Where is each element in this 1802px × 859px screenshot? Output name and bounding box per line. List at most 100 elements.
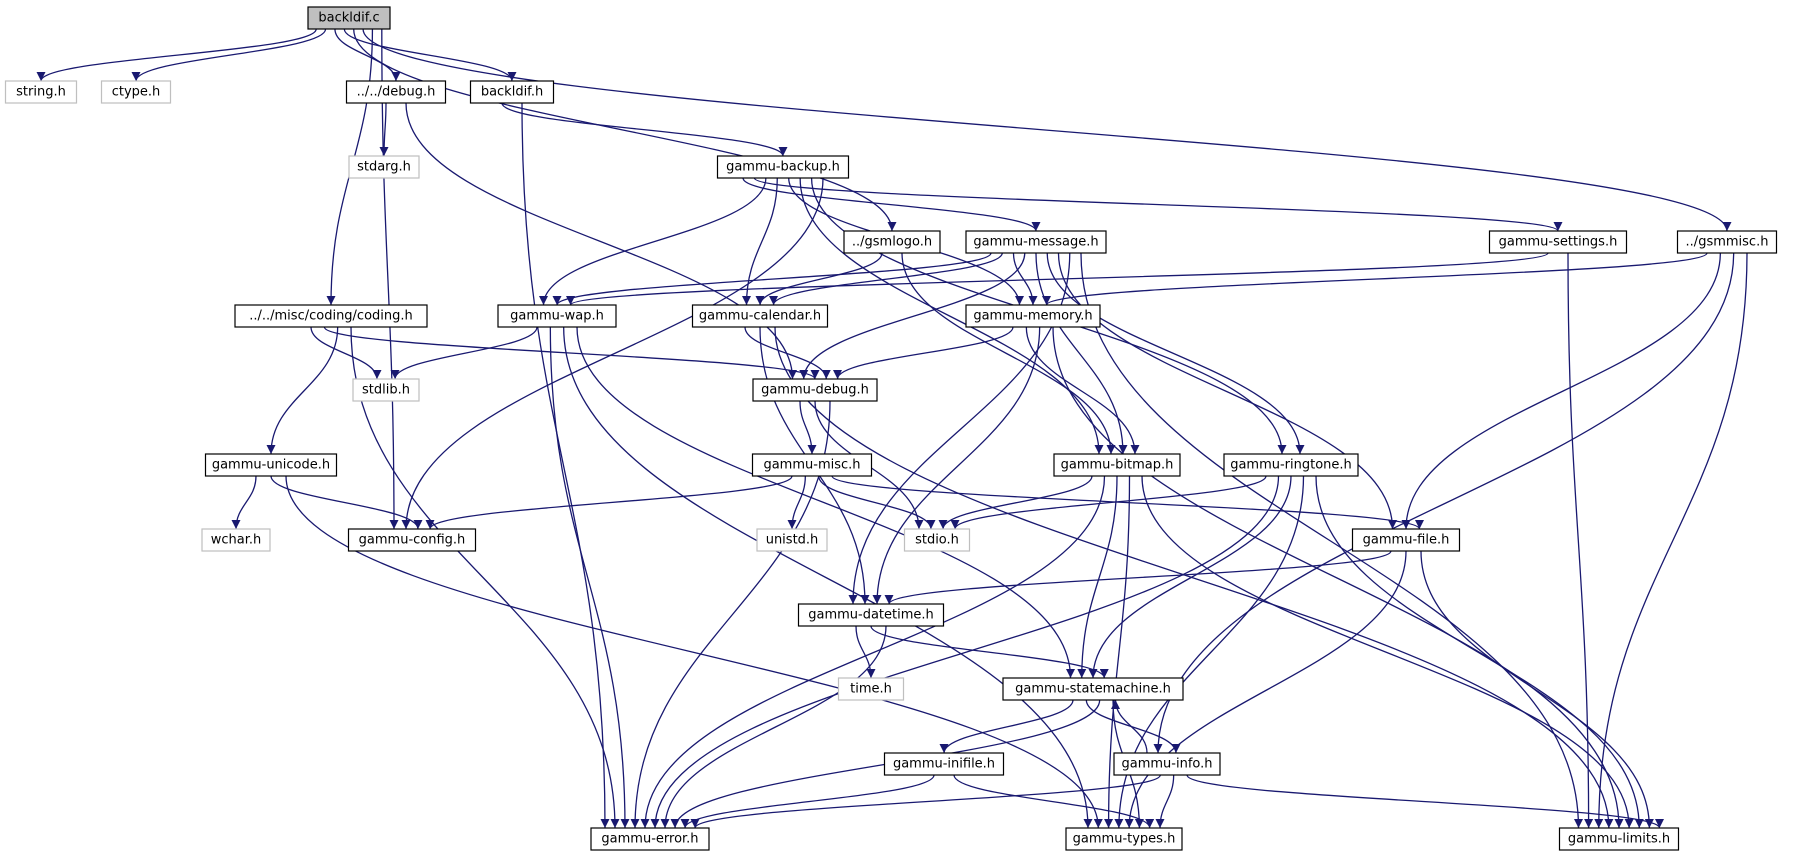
- edge-gammu-message-h-to-gammu-memory-h: [1012, 252, 1038, 306]
- node-backldif-c[interactable]: backldif.c: [307, 6, 391, 30]
- node-box: [691, 304, 829, 328]
- node-gammu-settings-h[interactable]: gammu-settings.h: [1488, 230, 1628, 254]
- node-label: time.h: [850, 682, 892, 697]
- edge-gammu-bitmap-h-to-gammu-limits-h: [1141, 475, 1634, 829]
- node-gammu-wap-h[interactable]: gammu-wap.h: [497, 304, 617, 328]
- node-box: [797, 603, 945, 627]
- node-label: gammu-datetime.h: [808, 608, 934, 623]
- edge-gammu-ringtone-h-to-gammu-error-h: [650, 475, 1280, 829]
- node-box: [752, 378, 878, 402]
- node-gammu-calendar-h[interactable]: gammu-calendar.h: [691, 304, 829, 328]
- node-label: gammu-inifile.h: [893, 757, 995, 772]
- node-gammu-error-h[interactable]: gammu-error.h: [590, 827, 710, 851]
- node-gammu-message-h[interactable]: gammu-message.h: [965, 230, 1107, 254]
- node-box: [1558, 827, 1680, 851]
- edge-gammu-bitmap-h-to-gammu-types-h: [1104, 475, 1131, 829]
- node-label: gammu-info.h: [1122, 757, 1213, 772]
- node-unistd-h: unistd.h: [756, 528, 828, 552]
- edge-gammu-file-h-to-gammu-types-h: [1124, 550, 1407, 829]
- edge-backldif-c-to-debug-h: [334, 28, 401, 82]
- node-gammu-statemachine-h[interactable]: gammu-statemachine.h: [1002, 677, 1184, 701]
- node-label: gammu-unicode.h: [212, 458, 330, 473]
- node-box: [751, 453, 873, 477]
- node-gammu-types-h[interactable]: gammu-types.h: [1065, 827, 1183, 851]
- edge-coding-h-to-gammu-debug-h: [323, 326, 820, 380]
- edge-gammu-settings-h-to-gammu-wap-h: [566, 252, 1549, 306]
- node-gammu-inifile-h[interactable]: gammu-inifile.h: [883, 752, 1005, 776]
- edge-gsmmisc-h-to-gammu-memory-h: [1042, 252, 1708, 306]
- edge-gammu-message-h-to-gammu-limits-h: [1080, 252, 1583, 829]
- edge-backldif-c-to-backldif-h: [343, 28, 517, 82]
- node-ctype-h: ctype.h: [100, 80, 172, 104]
- node-box: [307, 6, 391, 30]
- node-gammu-backup-h[interactable]: gammu-backup.h: [716, 155, 850, 179]
- node-gammu-bitmap-h[interactable]: gammu-bitmap.h: [1053, 453, 1181, 477]
- node-debug-h[interactable]: ../../debug.h: [345, 80, 447, 104]
- edge-gammu-wap-h-to-gammu-statemachine-h: [576, 326, 1075, 679]
- node-wchar-h: wchar.h: [201, 528, 271, 552]
- edge-gammu-datetime-h-to-gammu-statemachine-h: [870, 625, 1109, 679]
- edge-gammu-memory-h-to-gammu-debug-h: [833, 326, 1014, 380]
- node-label: ../gsmlogo.h: [852, 235, 932, 250]
- node-label: gammu-misc.h: [763, 458, 860, 473]
- node-label: gammu-settings.h: [1499, 235, 1618, 250]
- edge-gammu-message-h-to-gammu-bitmap-h: [1035, 252, 1128, 455]
- node-backldif-h[interactable]: backldif.h: [469, 80, 555, 104]
- node-gsmlogo-h[interactable]: ../gsmlogo.h: [843, 230, 941, 254]
- node-box: [883, 752, 1005, 776]
- edge-gammu-wap-h-to-gammu-types-h: [563, 326, 1093, 829]
- edge-backldif-h-to-gammu-backup-h: [501, 102, 788, 157]
- edge-backldif-c-to-string-h: [36, 28, 317, 82]
- node-gammu-limits-h[interactable]: gammu-limits.h: [1558, 827, 1680, 851]
- edge-gammu-file-h-to-gammu-datetime-h: [884, 550, 1392, 605]
- edge-gammu-ringtone-h-to-stdio-h: [950, 475, 1267, 530]
- node-stdarg-h: stdarg.h: [348, 155, 420, 179]
- node-label: gammu-bitmap.h: [1061, 458, 1174, 473]
- edge-debug-h-to-gammu-debug-h: [405, 102, 797, 380]
- node-label: ../gsmmisc.h: [1686, 235, 1769, 250]
- edge-backldif-h-to-gammu-error-h: [521, 102, 610, 829]
- edge-gammu-datetime-h-to-gammu-error-h: [660, 625, 887, 829]
- node-gammu-ringtone-h[interactable]: gammu-ringtone.h: [1223, 453, 1359, 477]
- node-string-h: string.h: [4, 80, 78, 104]
- node-label: gammu-message.h: [973, 235, 1098, 250]
- edge-gammu-calendar-h-to-gammu-debug-h: [744, 326, 831, 380]
- node-box: [1065, 827, 1183, 851]
- node-gammu-file-h[interactable]: gammu-file.h: [1351, 528, 1461, 552]
- node-label: gammu-memory.h: [973, 309, 1092, 324]
- node-label: gammu-backup.h: [726, 160, 840, 175]
- node-gammu-unicode-h[interactable]: gammu-unicode.h: [204, 453, 338, 477]
- node-box: [1113, 752, 1221, 776]
- node-box: [716, 155, 850, 179]
- edge-gammu-memory-h-to-gammu-limits-h: [1052, 326, 1624, 829]
- edge-coding-h-to-gammu-unicode-h: [266, 326, 339, 455]
- edge-gammu-memory-h-to-gammu-bitmap-h: [1025, 326, 1140, 455]
- node-box: [1053, 453, 1181, 477]
- node-gammu-debug-h[interactable]: gammu-debug.h: [752, 378, 878, 402]
- node-label: stdlib.h: [362, 383, 410, 398]
- node-gammu-info-h[interactable]: gammu-info.h: [1113, 752, 1221, 776]
- node-label: string.h: [16, 85, 66, 100]
- node-box: [1488, 230, 1628, 254]
- node-gammu-memory-h[interactable]: gammu-memory.h: [965, 304, 1101, 328]
- node-stdio-h: stdio.h: [903, 528, 971, 552]
- node-gammu-misc-h[interactable]: gammu-misc.h: [751, 453, 873, 477]
- node-label: gammu-config.h: [359, 533, 466, 548]
- node-gsmmisc-h[interactable]: ../gsmmisc.h: [1676, 230, 1778, 254]
- node-label: ctype.h: [112, 85, 161, 100]
- node-gammu-datetime-h[interactable]: gammu-datetime.h: [797, 603, 945, 627]
- node-box: [903, 528, 971, 552]
- edge-coding-h-to-gammu-error-h: [350, 326, 620, 829]
- node-label: gammu-wap.h: [510, 309, 604, 324]
- edge-gammu-wap-h-to-gammu-error-h: [549, 326, 630, 829]
- node-box: [965, 304, 1101, 328]
- edge-debug-h-to-stdarg-h: [379, 102, 389, 157]
- edge-gammu-statemachine-h-to-gammu-inifile-h: [939, 699, 1074, 754]
- node-gammu-config-h[interactable]: gammu-config.h: [347, 528, 477, 552]
- edge-gammu-unicode-h-to-gammu-types-h: [285, 475, 1103, 829]
- edge-gammu-info-h-to-gammu-types-h: [1155, 774, 1175, 829]
- node-coding-h[interactable]: ../../misc/coding/coding.h: [234, 304, 428, 328]
- edge-gammu-file-h-to-gammu-limits-h: [1420, 550, 1654, 829]
- edge-backldif-c-to-ctype-h: [131, 28, 327, 82]
